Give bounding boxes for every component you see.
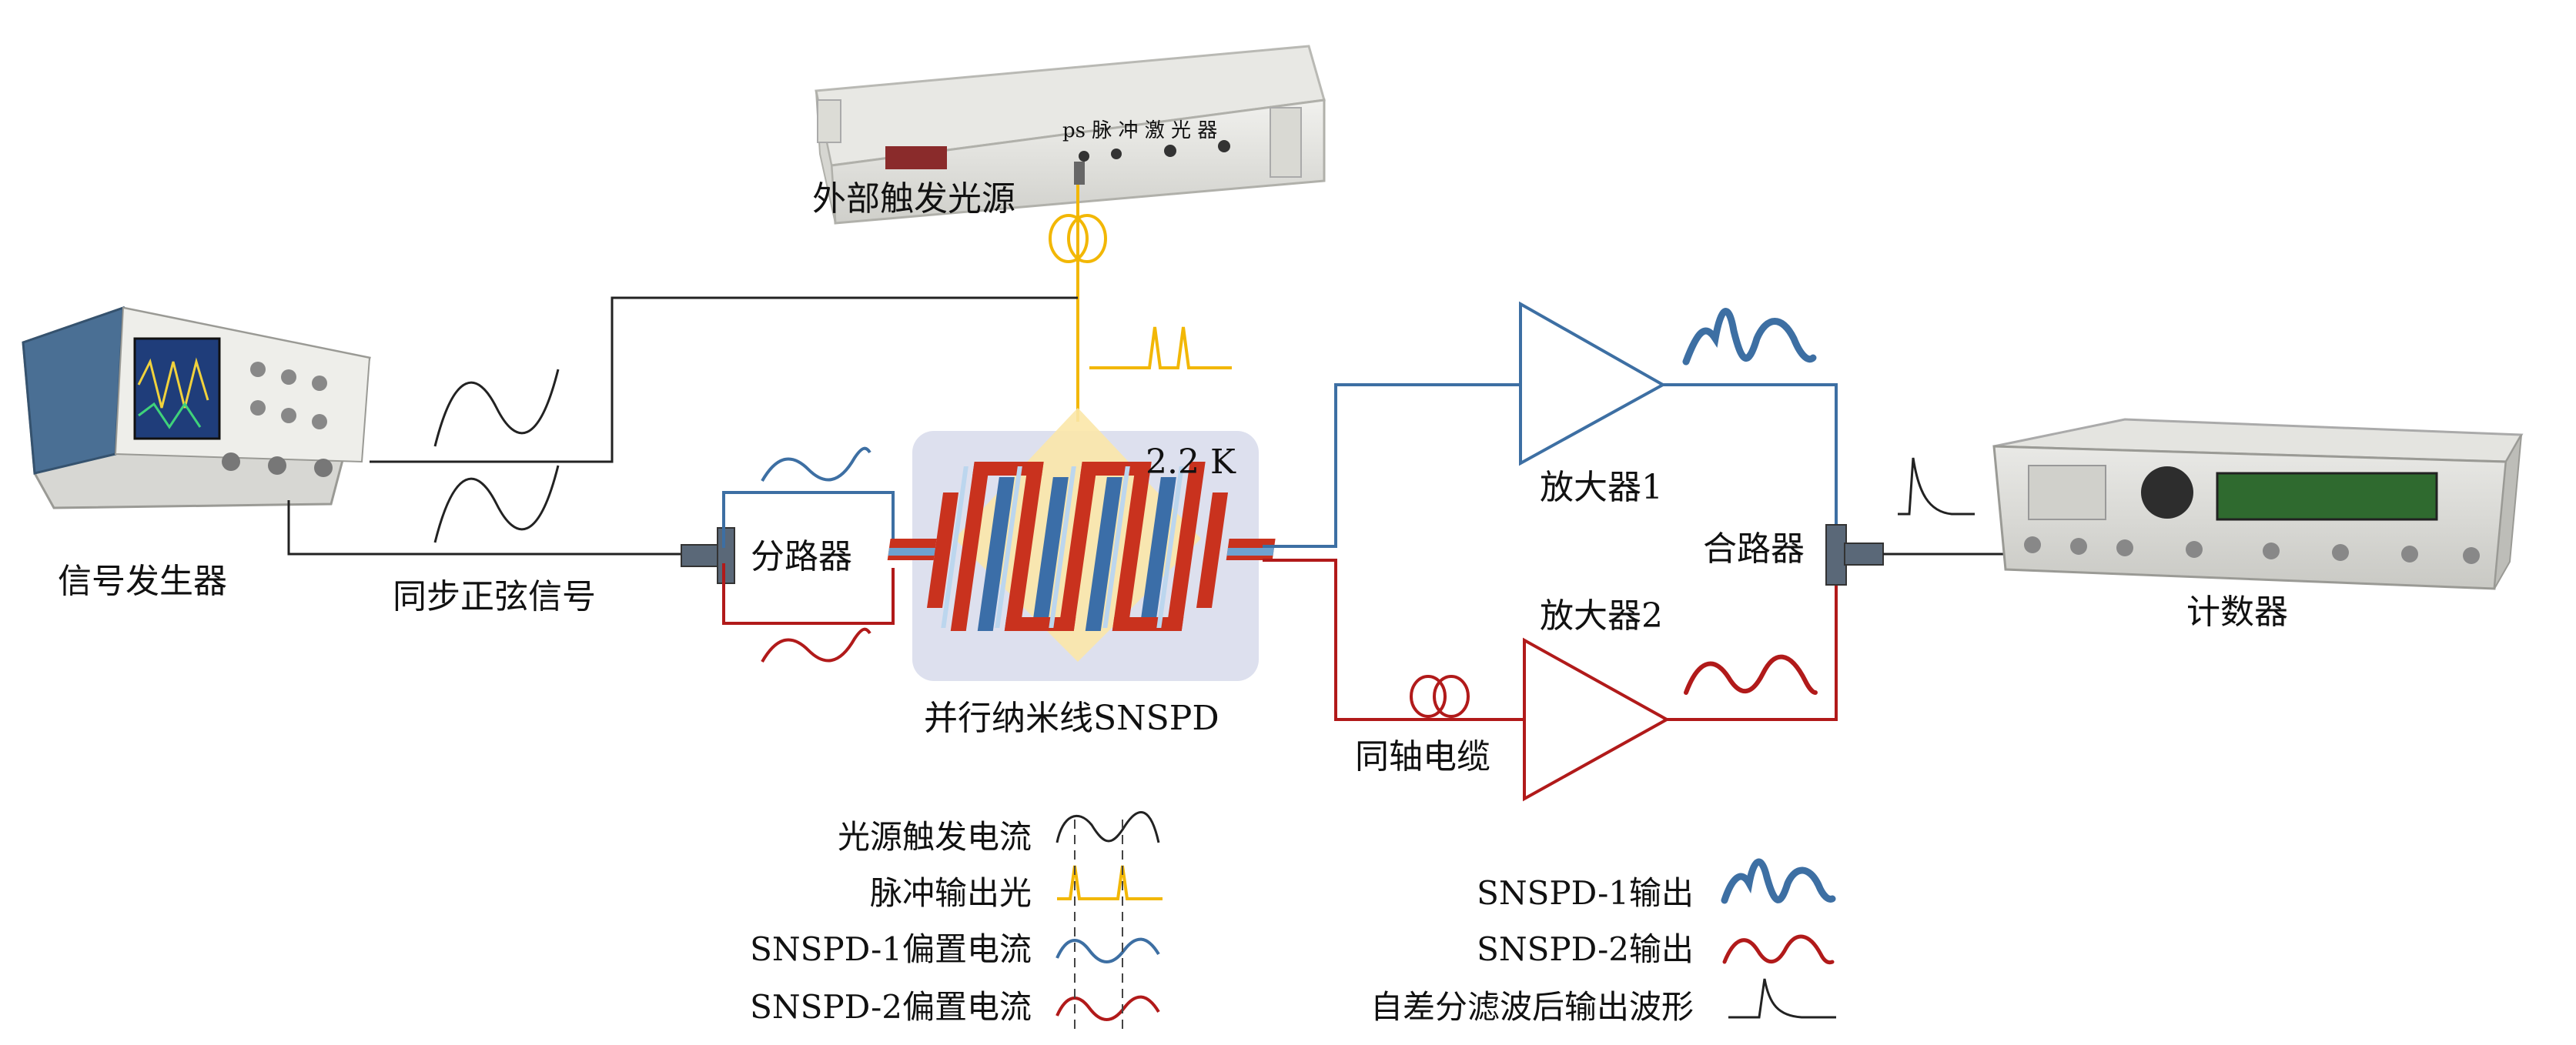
coax-label: 同轴电缆 [1355,737,1490,776]
snspd-label: 并行纳米线SNSPD [924,699,1219,738]
splitter-device [681,527,735,584]
amp2-output-line [1667,585,1838,721]
amp1-label: 放大器1 [1540,468,1663,507]
legend-trigger-wave [1055,811,1160,843]
trigger-cable [287,296,1078,556]
snspd1-output-line [1263,383,1521,548]
snspd2-bias-line [722,563,895,625]
legend-label: SNSPD-2输出 [1477,930,1694,968]
snspd-chip [887,408,1276,681]
snspd1-bias-line [722,491,895,553]
legend-red-bias [1055,995,1160,1021]
coax-coil [1410,675,1470,718]
signal-generator-label: 信号发生器 [58,562,227,601]
amp2-label: 放大器2 [1540,596,1663,636]
legend-label: SNSPD-1偏置电流 [750,930,1032,968]
snspd2-output-wave [1684,654,1818,695]
legend-pulse-wave [1057,865,1163,900]
counter-label: 计数器 [2186,593,2288,632]
blue-bias-wave [761,446,871,482]
signal-generator-device [22,305,371,509]
legend-label: 脉冲输出光 [870,874,1032,912]
combiner-device [1825,524,1884,586]
snspd2-output-line [1263,559,1524,721]
legend-label: 自差分滤波后输出波形 [1370,988,1694,1026]
sync-sine-label: 同步正弦信号 [393,577,596,616]
splitter-label: 分路器 [751,537,852,576]
amp1-output-line [1663,383,1838,525]
legend-label: SNSPD-2偏置电流 [750,988,1032,1026]
amplifier-1 [1519,301,1667,466]
light-source-device: ps 脉 冲 激 光 器 [815,45,1326,225]
counter-device [1992,418,2524,590]
light-source-panel-text: ps 脉 冲 激 光 器 [1062,119,1217,142]
red-bias-wave [761,627,871,663]
light-source-label: 外部触发光源 [812,179,1015,219]
legend-label: 光源触发电流 [838,818,1032,856]
filtered-pulse-wave [1898,457,1975,516]
legend-filtered-pulse [1728,978,1836,1019]
legend-blue-bias [1055,937,1160,963]
legend-label: SNSPD-1输出 [1477,874,1694,912]
combiner-label: 合路器 [1703,529,1805,569]
snspd-temperature: 2.2 K [1146,442,1236,482]
legend: 光源触发电流 脉冲输出光 SNSPD-1偏置电流 SNSPD-2偏置电流 SNS… [750,811,1836,1031]
legend-snspd2-output [1722,934,1835,965]
optical-fiber [1049,185,1232,422]
legend-snspd1-output [1721,858,1836,904]
amplifier-2 [1523,637,1671,802]
snspd1-output-wave [1682,308,1817,366]
